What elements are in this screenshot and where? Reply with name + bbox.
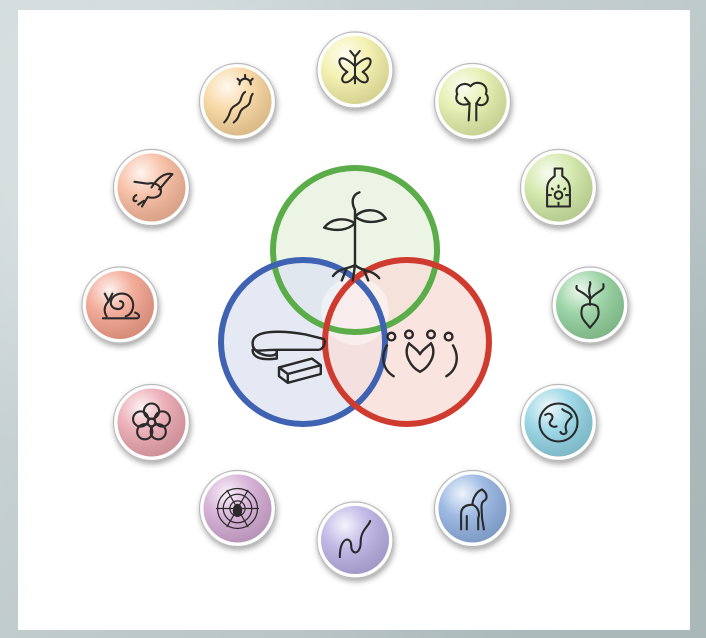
path-sun-badge bbox=[200, 63, 276, 139]
spider-web-icon bbox=[217, 489, 259, 529]
tree-badge bbox=[435, 63, 511, 139]
radish-badge bbox=[552, 267, 628, 343]
spider-web-badge bbox=[200, 471, 276, 547]
bottle-sun-badge bbox=[521, 150, 597, 226]
butterfly-badge bbox=[317, 32, 393, 108]
worm-badge bbox=[317, 502, 393, 578]
snail-badge bbox=[82, 267, 158, 343]
hummingbird-badge bbox=[113, 150, 189, 226]
globe-badge bbox=[521, 385, 597, 461]
flower-badge bbox=[113, 385, 189, 461]
horse-badge bbox=[435, 471, 511, 547]
venn-group bbox=[221, 168, 489, 424]
